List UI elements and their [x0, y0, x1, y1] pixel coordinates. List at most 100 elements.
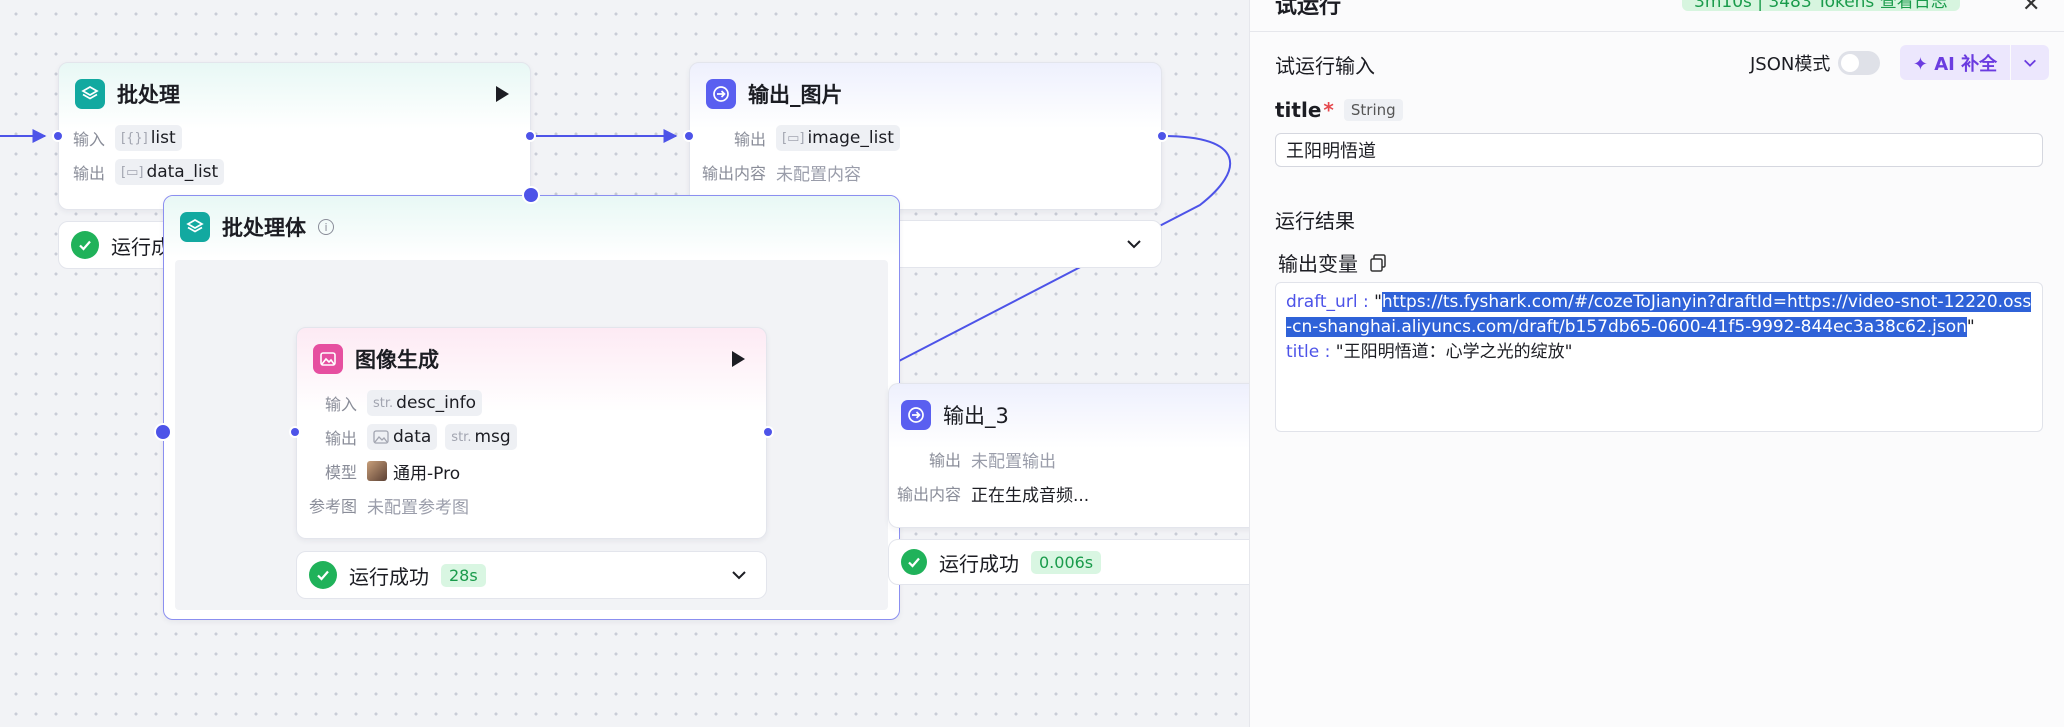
- batch-output-port[interactable]: [524, 130, 536, 142]
- image-gen-node[interactable]: 图像生成 输入 str. desc_info 输出 data str. msg …: [296, 327, 767, 539]
- result-section-title: 运行结果: [1275, 209, 1355, 233]
- image-gen-status-label: 运行成功: [349, 564, 429, 589]
- close-icon[interactable]: ✕: [2022, 0, 2041, 17]
- image-type-icon: [373, 430, 389, 444]
- json-mode-switch-group: JSON模式: [1750, 50, 1881, 76]
- test-run-panel: 试运行 3m10s | 3483 Tokens 查看日志 ✕ 试运行输入 JSO…: [1249, 0, 2064, 727]
- image-gen-input-port[interactable]: [289, 426, 301, 438]
- title-key: title :: [1286, 342, 1331, 362]
- image-gen-node-header: 图像生成: [297, 328, 766, 390]
- chevron-down-icon[interactable]: [1125, 235, 1143, 253]
- batch-body-top-port[interactable]: [522, 186, 540, 204]
- batch-input-row: 输入 [{}] list: [59, 121, 530, 155]
- output-tag: [▭] image_list: [776, 125, 900, 151]
- title-line: title : "王阳明悟道：心学之光的绽放": [1286, 340, 2032, 365]
- ai-fill-button[interactable]: ✦ AI 补全: [1900, 45, 2010, 80]
- workflow-canvas[interactable]: 批处理 输入 [{}] list 输出 [▭] data_list 运行成: [0, 0, 1249, 727]
- batch-node[interactable]: 批处理 输入 [{}] list 输出 [▭] data_list: [58, 62, 531, 210]
- content-value: 未配置内容: [776, 164, 861, 185]
- duration-badge: 28s: [441, 563, 486, 587]
- array-type-icon: [{}]: [121, 130, 148, 146]
- output3-output-row: 输出 未配置输出: [889, 442, 1249, 476]
- chevron-down-icon[interactable]: [730, 566, 748, 584]
- ref-value: 未配置参考图: [367, 497, 469, 518]
- success-check-icon: [309, 561, 337, 589]
- output3-node-title: 输出_3: [943, 404, 1009, 428]
- output-tag-data: data: [367, 424, 438, 450]
- output-tag-msg: str. msg: [445, 424, 517, 450]
- string-type-icon: str.: [373, 395, 394, 411]
- output-label: 输出: [72, 164, 105, 183]
- output3-status-label: 运行成功: [939, 551, 1019, 576]
- batch-body-header: 批处理体 i: [164, 196, 899, 258]
- content-label: 输出内容: [896, 485, 961, 504]
- output-image-output-row: 输出 [▭] image_list: [690, 121, 1161, 155]
- output-arrow-icon: [901, 400, 931, 430]
- output-vars-label-row: 输出变量: [1278, 248, 1388, 277]
- output-image-node[interactable]: 输出_图片 输出 [▭] image_list 输出内容 未配置内容: [689, 62, 1162, 210]
- batch-body-title: 批处理体: [222, 216, 306, 240]
- run-summary-badge[interactable]: 3m10s | 3483 Tokens 查看日志: [1682, 0, 1960, 12]
- field-type-tag: String: [1343, 99, 1403, 121]
- output-image-node-title: 输出_图片: [748, 83, 843, 107]
- ref-label: 参考图: [308, 497, 357, 516]
- batch-status-label: 运行成: [111, 234, 171, 259]
- batch-input-port[interactable]: [52, 130, 64, 142]
- output-value: data_list: [146, 162, 219, 182]
- image-gen-status[interactable]: 运行成功 28s: [296, 551, 767, 599]
- json-mode-label: JSON模式: [1750, 54, 1831, 75]
- title-input[interactable]: [1275, 133, 2043, 167]
- input-value: list: [150, 128, 176, 148]
- image-gen-output-port[interactable]: [762, 426, 774, 438]
- ai-fill-dropdown[interactable]: [2011, 45, 2049, 80]
- batch-output-row: 输出 [▭] data_list: [59, 155, 530, 189]
- model-avatar: [367, 461, 387, 481]
- array-image-type-icon: [▭]: [782, 130, 805, 146]
- title-field-label: title * String: [1275, 98, 1403, 122]
- batch-node-title: 批处理: [117, 83, 180, 107]
- json-mode-toggle[interactable]: [1838, 51, 1881, 75]
- input-label: 输入: [72, 130, 105, 149]
- field-name: title: [1275, 98, 1322, 122]
- input-tag: str. desc_info: [367, 390, 482, 416]
- output-image-input-port[interactable]: [683, 130, 695, 142]
- draft-url-key: draft_url :: [1286, 292, 1369, 312]
- output3-status[interactable]: 运行成功 0.006s: [888, 539, 1249, 585]
- image-gen-output-row: 输出 data str. msg: [297, 420, 766, 454]
- content-value: 正在生成音频...: [971, 485, 1090, 506]
- input-label: 输入: [324, 395, 357, 414]
- content-label: 输出内容: [701, 164, 766, 183]
- output-result-box[interactable]: draft_url : "https://ts.fyshark.com/#/co…: [1275, 282, 2043, 432]
- model-label: 模型: [324, 463, 357, 482]
- output-value-msg: msg: [474, 427, 511, 447]
- output-label: 输出: [324, 429, 357, 448]
- batch-status[interactable]: 运行成: [58, 221, 258, 269]
- output-value: image_list: [807, 128, 894, 148]
- output-image-output-port[interactable]: [1156, 130, 1168, 142]
- output3-node-header: 输出_3: [889, 384, 1249, 446]
- image-gen-node-title: 图像生成: [355, 348, 439, 372]
- close-quote: ": [1966, 317, 1975, 337]
- output-image-status[interactable]: [880, 220, 1162, 268]
- input-section-title: 试运行输入: [1275, 54, 1375, 78]
- play-icon[interactable]: [492, 83, 512, 105]
- title-value: "王阳明悟道：心学之光的绽放": [1335, 342, 1573, 362]
- output-arrow-icon: [706, 79, 736, 109]
- output-image-node-header: 输出_图片: [690, 63, 1161, 125]
- required-mark: *: [1323, 98, 1334, 122]
- output-label: 输出: [733, 130, 766, 149]
- play-icon[interactable]: [728, 348, 748, 370]
- info-icon[interactable]: i: [318, 219, 334, 235]
- draft-url-value[interactable]: https://ts.fyshark.com/#/cozeToJianyin?d…: [1286, 292, 2032, 337]
- chevron-down-icon: [2024, 59, 2036, 67]
- open-quote: ": [1374, 292, 1382, 312]
- image-gen-model-row: 模型 通用-Pro: [297, 454, 766, 488]
- output3-node[interactable]: 输出_3 输出 未配置输出 输出内容 正在生成音频...: [888, 383, 1249, 528]
- output-value: 未配置输出: [971, 451, 1056, 472]
- layers-icon: [75, 79, 105, 109]
- copy-icon[interactable]: [1368, 253, 1388, 273]
- output-vars-label: 输出变量: [1278, 252, 1358, 276]
- batch-body-left-port[interactable]: [154, 423, 172, 441]
- output3-content-row: 输出内容 正在生成音频...: [889, 476, 1249, 510]
- output-label: 输出: [928, 451, 961, 470]
